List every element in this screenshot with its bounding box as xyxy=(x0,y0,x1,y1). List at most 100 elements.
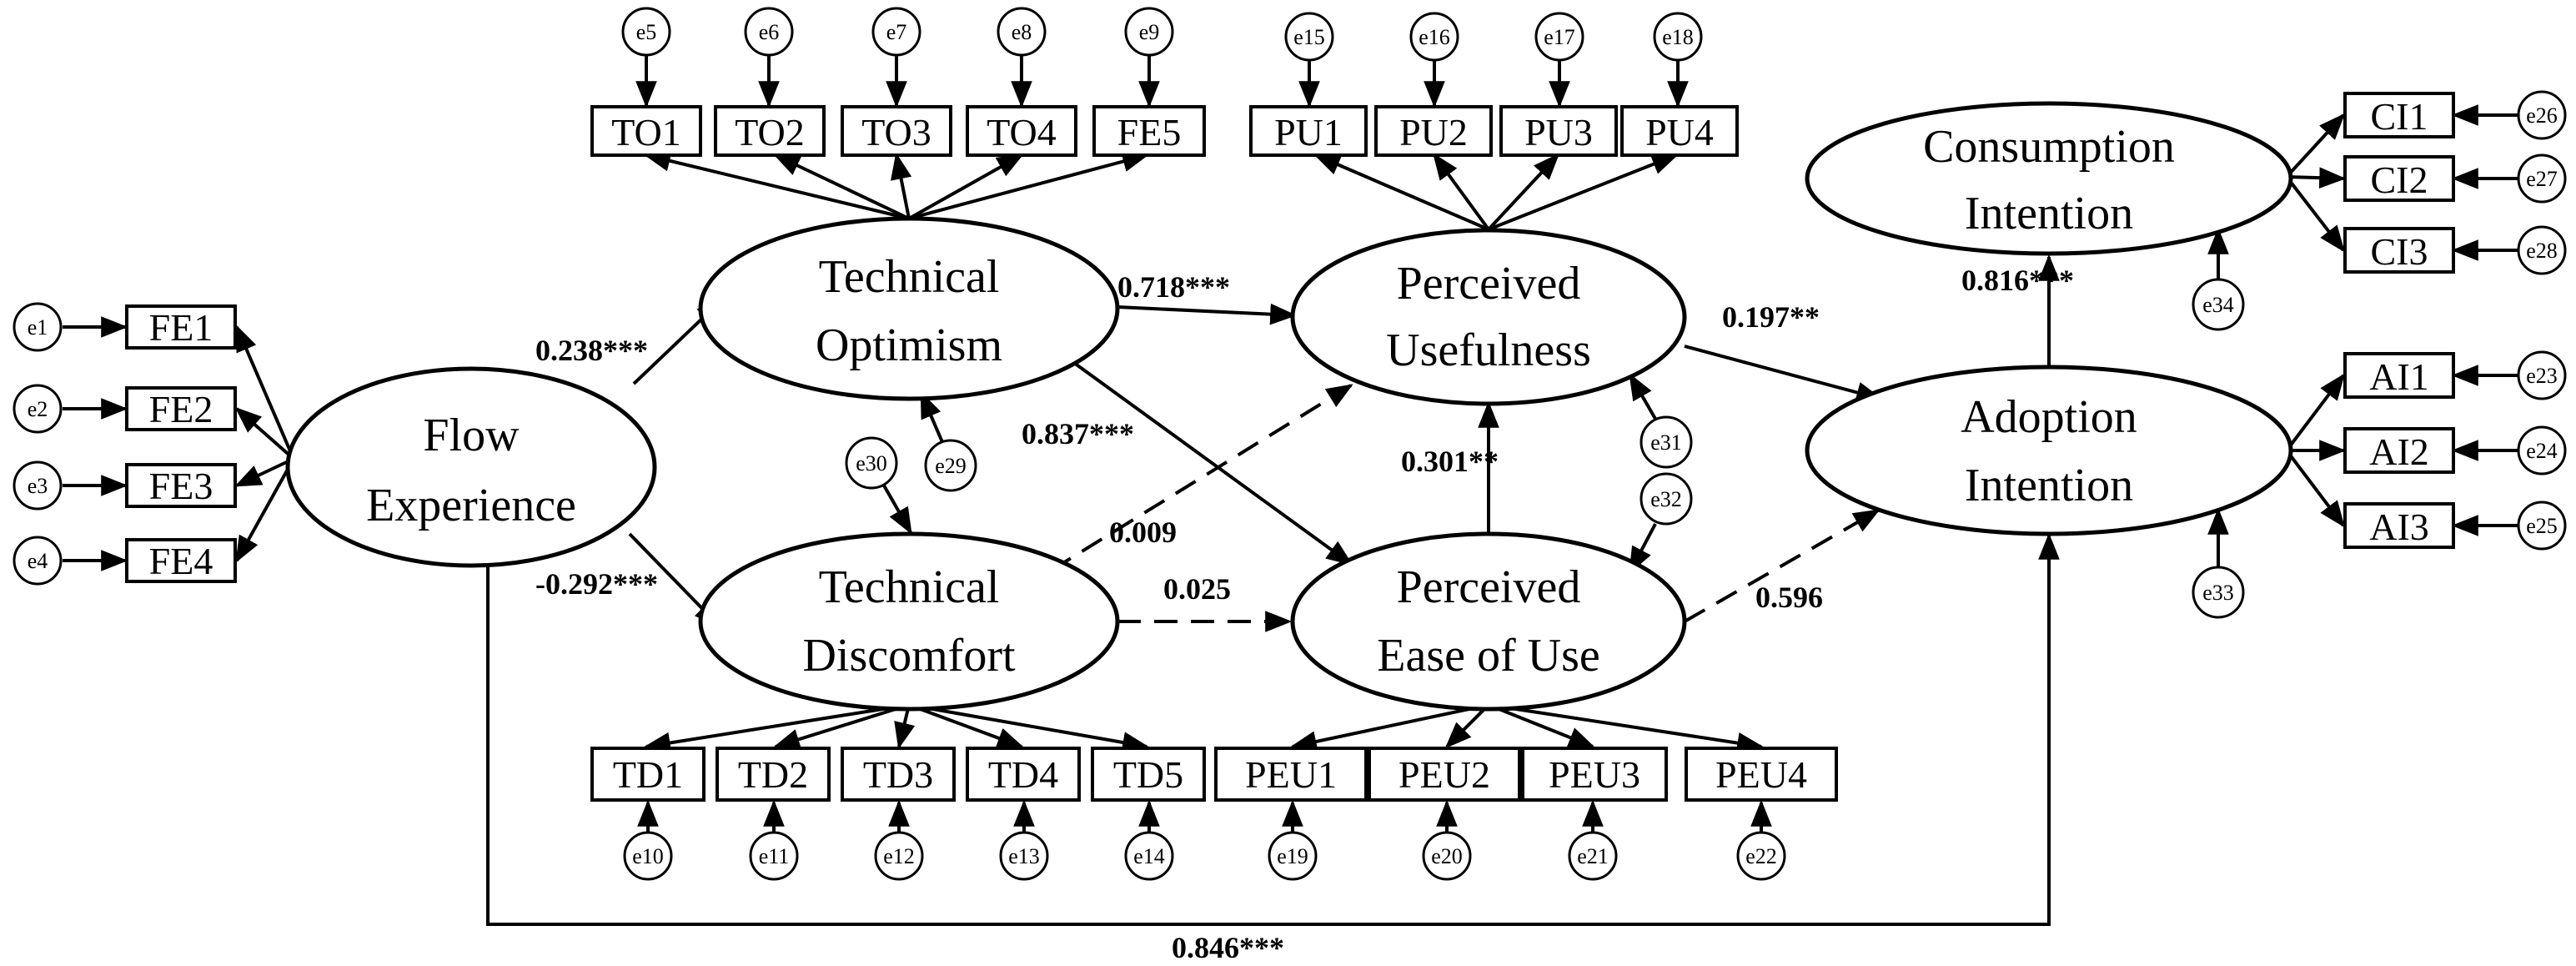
indicator-td1: TD1 xyxy=(590,747,706,802)
error-label: e13 xyxy=(1008,844,1040,868)
error-label: e19 xyxy=(1277,844,1308,868)
disturbance-e33: e33 xyxy=(2192,566,2245,619)
latent-label: Adoption xyxy=(1961,391,2137,443)
error-e19: e19 xyxy=(1268,831,1318,881)
loading-pu1 xyxy=(1313,153,1489,231)
disturbance-e34: e34 xyxy=(2192,278,2245,331)
indicator-peu3: PEU3 xyxy=(1521,747,1668,802)
error-e11: e11 xyxy=(749,831,799,881)
loading-lines xyxy=(234,113,2347,754)
error-label: e16 xyxy=(1419,25,1450,49)
loading-peu3 xyxy=(1488,703,1595,748)
path-fe-ai xyxy=(486,532,2060,926)
error-e27: e27 xyxy=(2517,153,2567,204)
indicator-label: CI3 xyxy=(2371,230,2428,273)
indicator-ci1: CI1 xyxy=(2343,92,2455,138)
disturbance-e29: e29 xyxy=(924,439,977,492)
indicator-ai3: AI3 xyxy=(2343,502,2455,549)
indicator-label: CI2 xyxy=(2371,158,2428,201)
error-arrows xyxy=(63,55,2518,833)
error-e22: e22 xyxy=(1736,831,1786,881)
error-e3: e3 xyxy=(13,460,63,511)
indicator-label: PU1 xyxy=(1274,111,1343,153)
indicator-label: TD2 xyxy=(738,753,808,796)
indicator-label: PU2 xyxy=(1399,111,1468,153)
indicator-pu4: PU4 xyxy=(1620,105,1739,157)
loading-ci2 xyxy=(2286,167,2347,189)
error-e1: e1 xyxy=(13,302,63,352)
path-pu-ai xyxy=(1684,345,1884,403)
indicator-label: FE5 xyxy=(1117,111,1182,153)
indicator-label: FE1 xyxy=(149,306,213,349)
loading-to3 xyxy=(891,152,912,219)
error-e8: e8 xyxy=(997,7,1047,57)
coef-pu-ai: 0.197** xyxy=(1722,300,1820,334)
loading-ai1 xyxy=(2285,373,2345,452)
indicator-fe5: FE5 xyxy=(1092,105,1206,157)
indicator-label: TD3 xyxy=(863,753,933,796)
indicator-td5: TD5 xyxy=(1091,747,1206,802)
error-e25: e25 xyxy=(2517,501,2567,551)
disturbance-e31: e31 xyxy=(1640,415,1693,469)
error-e12: e12 xyxy=(874,831,924,881)
coef-fe-to: 0.238*** xyxy=(535,334,648,367)
indicator-to1: TO1 xyxy=(590,105,702,157)
indicator-label: TO1 xyxy=(611,111,681,153)
error-label: e26 xyxy=(2526,103,2558,128)
error-label: e20 xyxy=(1431,844,1463,868)
indicator-to4: TO4 xyxy=(966,105,1077,157)
error-e16: e16 xyxy=(1409,12,1459,62)
error-label: e27 xyxy=(2526,167,2558,191)
error-e5: e5 xyxy=(621,7,671,57)
latent-peu: Perceived Ease of Use xyxy=(1290,531,1687,712)
indicator-label: PEU3 xyxy=(1549,753,1640,796)
indicator-pu1: PU1 xyxy=(1249,105,1368,157)
error-label: e9 xyxy=(1139,20,1160,44)
latent-label: Perceived xyxy=(1397,258,1581,309)
indicator-label: TD4 xyxy=(988,753,1058,796)
latent-label: Intention xyxy=(1965,460,2133,511)
path-to-pu xyxy=(1117,303,1298,325)
coef-ai-ci: 0.816*** xyxy=(1961,264,2074,297)
error-label: e22 xyxy=(1745,844,1777,868)
error-e9: e9 xyxy=(1124,7,1174,57)
loading-fe4 xyxy=(235,458,295,563)
loading-ci3 xyxy=(2285,175,2345,253)
indicator-fe1: FE1 xyxy=(125,304,237,350)
latent-label: Perceived xyxy=(1397,561,1581,613)
dist-arrow-e29 xyxy=(920,391,944,443)
error-label: e11 xyxy=(759,844,790,868)
indicator-label: PU3 xyxy=(1524,111,1593,153)
structural-paths xyxy=(486,254,2060,926)
disturbance-label: e33 xyxy=(2202,581,2234,605)
disturbance-label: e30 xyxy=(856,451,887,475)
error-e23: e23 xyxy=(2517,350,2567,400)
error-label: e24 xyxy=(2526,439,2558,463)
loading-ci1 xyxy=(2285,113,2346,179)
loading-fe1 xyxy=(235,325,295,460)
path-coefficients: 0.238*** -0.292*** 0.718*** 0.837*** 0.0… xyxy=(535,264,2074,964)
indicator-peu2: PEU2 xyxy=(1368,747,1521,802)
error-e24: e24 xyxy=(2517,425,2567,475)
error-label: e17 xyxy=(1544,25,1575,49)
indicator-to3: TO3 xyxy=(841,105,952,157)
indicator-label: FE3 xyxy=(149,465,213,507)
coef-to-pu: 0.718*** xyxy=(1117,270,1230,304)
loading-fe2 xyxy=(234,406,295,460)
indicator-label: TO3 xyxy=(861,111,931,153)
path-td-pu xyxy=(1049,384,1353,572)
error-label: e25 xyxy=(2526,514,2558,538)
error-e14: e14 xyxy=(1124,831,1174,881)
indicator-label: PEU1 xyxy=(1245,753,1337,796)
coef-fe-ai: 0.846*** xyxy=(1172,931,1284,964)
error-label: e21 xyxy=(1577,844,1609,868)
loading-to2 xyxy=(773,153,910,220)
error-label: e28 xyxy=(2526,239,2558,263)
loading-fe5 xyxy=(908,151,1150,220)
loading-td2 xyxy=(772,703,910,750)
coef-fe-td: -0.292*** xyxy=(535,567,658,601)
loading-td1 xyxy=(643,703,910,754)
error-label: e18 xyxy=(1662,25,1694,49)
indicator-td4: TD4 xyxy=(966,747,1081,802)
